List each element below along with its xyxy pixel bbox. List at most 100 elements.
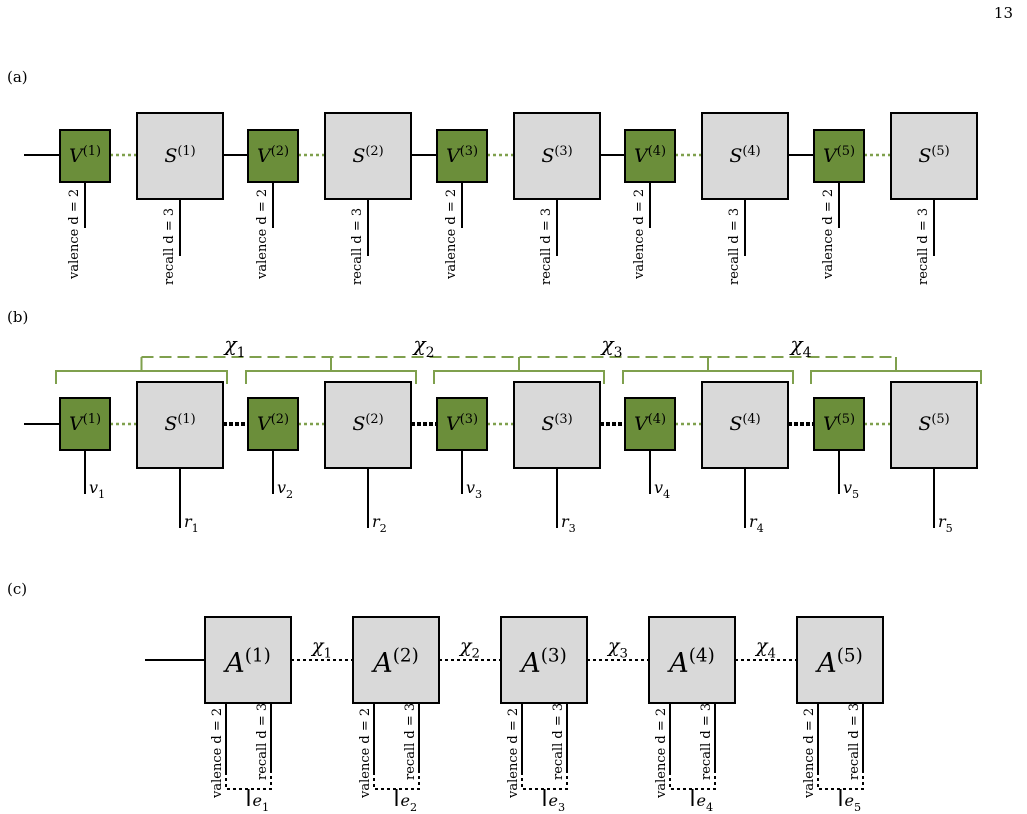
valence-tensor-label-3-symbol: V [446,145,462,167]
valence-leg-label-3: valence d = 2 [506,708,521,799]
recall-tensor-label-1-symbol: S [164,413,177,435]
valence-index-2-symbol: v [277,478,286,497]
valence-index-1: v1 [89,478,105,501]
recall-tensor-5 [890,112,978,200]
recall-tensor-label-4-symbol: S [729,413,742,435]
recall-tensor-label-2-superscript: (2) [365,144,383,159]
joint-index-3: e3 [549,791,566,814]
valence-tensor-label-4-superscript: (4) [648,412,666,427]
recall-leg-label-3: recall d = 3 [551,703,566,780]
recall-tensor-label-1-superscript: (1) [177,412,195,427]
recall-leg-label-4: recall d = 3 [727,208,742,285]
valence-index-3-symbol: v [466,478,475,497]
recall-tensor-label-4: S(4) [729,144,760,167]
merged-tensor-5 [796,616,884,704]
valence-leg-label-4: valence d = 2 [654,708,669,799]
recall-tensor-label-5-superscript: (5) [931,412,949,427]
valence-tensor-label-1-superscript: (1) [83,144,101,159]
valence-tensor-label-2-superscript: (2) [271,144,289,159]
recall-tensor-4 [701,112,789,200]
valence-tensor-label-1-superscript: (1) [83,412,101,427]
recall-tensor-1 [136,381,224,469]
recall-tensor-label-3-symbol: S [541,145,554,167]
recall-index-2-symbol: r [372,512,381,531]
bond-dimension-label-3-subscript: 3 [614,345,623,361]
merged-tensor-label-5: A(5) [814,646,863,679]
bond-dimension-label-2-subscript: 2 [472,647,480,662]
recall-tensor-label-5-symbol: S [918,413,931,435]
merged-tensor-label-4-symbol: A [666,648,689,679]
valence-tensor-5 [813,397,865,451]
recall-tensor-label-3-symbol: S [541,413,554,435]
valence-tensor-1 [59,129,111,183]
recall-tensor-label-4-superscript: (4) [742,144,760,159]
recall-tensor-label-4: S(4) [729,412,760,435]
merged-tensor-label-1-superscript: (1) [245,646,271,667]
recall-index-4-symbol: r [749,512,758,531]
bond-dimension-label-4-subscript: 4 [803,345,812,361]
valence-tensor-label-3-symbol: V [446,413,462,435]
recall-tensor-label-1: S(1) [164,144,195,167]
valence-tensor-label-4-symbol: V [634,145,650,167]
valence-tensor-label-1-symbol: V [69,145,85,167]
bond-dimension-label-1: χ1 [310,635,332,662]
valence-index-1-subscript: 1 [98,488,105,501]
merged-tensor-label-3-superscript: (3) [541,646,567,667]
bond-dimension-label-1-symbol: χ [222,332,238,356]
joint-index-1: e1 [253,791,270,814]
bond-dimension-label-2: χ2 [458,635,480,662]
merged-tensor-label-1: A(1) [222,646,271,679]
valence-tensor-label-1: V(1) [69,412,101,435]
bond-dimension-label-3-subscript: 3 [620,647,628,662]
recall-tensor-label-4-symbol: S [729,145,742,167]
recall-tensor-label-5: S(5) [918,144,949,167]
bond-dimension-label-1-symbol: χ [310,635,325,657]
valence-tensor-label-5-superscript: (5) [837,412,855,427]
valence-tensor-label-3-superscript: (3) [460,144,478,159]
recall-index-2: r2 [372,512,387,535]
joint-leg-bracket-4 [669,772,716,790]
recall-index-3-subscript: 3 [569,522,576,535]
recall-index-4-subscript: 4 [757,522,764,535]
merged-tensor-label-3: A(3) [518,646,567,679]
recall-tensor-label-5-superscript: (5) [931,144,949,159]
joint-index-5-symbol: e [845,791,854,810]
valence-index-4-symbol: v [654,478,663,497]
valence-leg-label-2: valence d = 2 [255,189,270,280]
joint-leg-bracket-3 [521,772,568,790]
bond-dimension-label-4-symbol: χ [754,635,769,657]
bond-dimension-label-2: χ2 [411,332,434,361]
bond-dimension-label-4-subscript: 4 [768,647,776,662]
merged-tensor-label-2: A(2) [370,646,419,679]
merged-tensor-label-4-superscript: (4) [689,646,715,667]
joint-index-5: e5 [845,791,862,814]
joint-leg-bracket-5 [817,772,864,790]
joint-index-5-subscript: 5 [854,801,861,814]
joint-index-3-symbol: e [549,791,558,810]
valence-index-3: v3 [466,478,482,501]
bond-dimension-label-2-symbol: χ [411,332,427,356]
recall-index-3: r3 [561,512,576,535]
merged-tensor-1 [204,616,292,704]
bond-dimension-label-4: χ4 [754,635,776,662]
bond-dimension-label-4-symbol: χ [788,332,804,356]
recall-leg-label-5: recall d = 3 [916,208,931,285]
merged-tensor-label-5-superscript: (5) [837,646,863,667]
recall-leg-label-5: recall d = 3 [847,703,862,780]
valence-index-5-symbol: v [843,478,852,497]
recall-index-2-subscript: 2 [380,522,387,535]
joint-index-4: e4 [697,791,714,814]
joint-index-1-subscript: 1 [262,801,269,814]
bond-dimension-label-1-subscript: 1 [324,647,332,662]
panel-label-c: (c) [7,580,28,598]
merged-tensor-label-1-symbol: A [222,648,245,679]
valence-tensor-5 [813,129,865,183]
valence-index-1-symbol: v [89,478,98,497]
bond-dimension-label-4: χ4 [788,332,811,361]
valence-tensor-label-5-symbol: V [823,413,839,435]
bond-dimension-label-3: χ3 [606,635,628,662]
valence-leg-label-1: valence d = 2 [67,189,82,280]
valence-tensor-label-4: V(4) [634,412,666,435]
valence-tensor-label-5: V(5) [823,144,855,167]
